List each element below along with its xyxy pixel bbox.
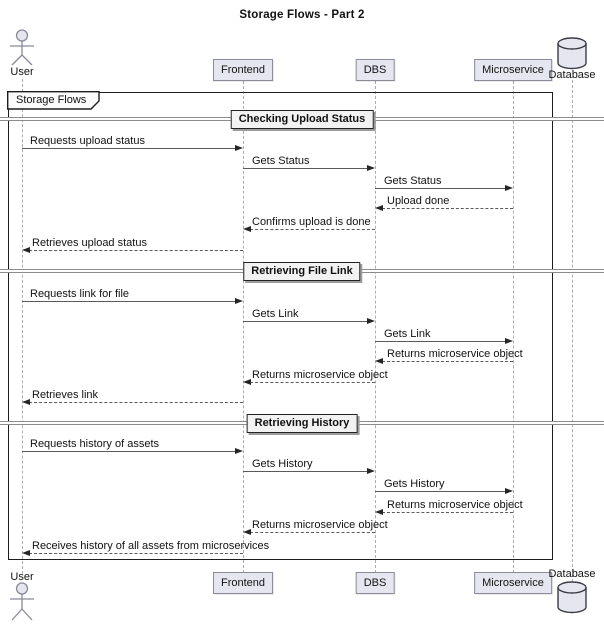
message-line <box>29 553 243 554</box>
arrowhead-icon <box>235 448 243 454</box>
message-label: Returns microservice object <box>387 348 523 360</box>
arrowhead-icon <box>505 185 513 191</box>
frame-border <box>8 92 553 560</box>
message-label: Upload done <box>387 195 450 207</box>
message-line <box>243 471 368 472</box>
message-label: Returns microservice object <box>252 369 388 381</box>
arrowhead-icon <box>505 338 513 344</box>
divider-label-checking-upload-status: Checking Upload Status <box>230 110 374 129</box>
arrowhead-icon <box>367 318 375 324</box>
message-line <box>250 229 375 230</box>
lifeline-database <box>572 80 573 582</box>
lifeline-microservice <box>513 81 514 573</box>
arrowhead-icon <box>235 145 243 151</box>
message-line <box>22 148 236 149</box>
divider-label-retrieving-history: Retrieving History <box>246 414 358 433</box>
message-line <box>382 361 513 362</box>
lifeline-dbs <box>375 81 376 573</box>
diagram-title: Storage Flows - Part 2 <box>239 9 365 21</box>
actor-icon <box>10 582 34 621</box>
arrowhead-icon <box>375 509 383 515</box>
message-line <box>243 168 368 169</box>
participant-label-database-top: Database <box>548 69 596 81</box>
message-line <box>382 512 513 513</box>
message-line <box>375 188 506 189</box>
arrowhead-icon <box>367 468 375 474</box>
arrowhead-icon <box>505 488 513 494</box>
participant-box-dbs-bottom: DBS <box>355 572 395 594</box>
message-label: Gets History <box>252 458 313 470</box>
arrowhead-icon <box>243 226 251 232</box>
message-label: Requests history of assets <box>30 438 160 450</box>
participant-label-user-bottom: User <box>10 571 34 583</box>
frame-label: Storage Flows <box>16 94 87 106</box>
message-label: Confirms upload is done <box>252 216 371 228</box>
database-icon <box>557 37 587 70</box>
message-line <box>22 451 236 452</box>
arrowhead-icon <box>375 358 383 364</box>
message-label: Retrieves upload status <box>32 237 147 249</box>
arrowhead-icon <box>243 529 251 535</box>
lifeline-user <box>22 79 23 574</box>
arrowhead-icon <box>243 379 251 385</box>
participant-box-frontend-top: Frontend <box>212 59 274 81</box>
actor-icon <box>10 29 34 66</box>
message-label: Returns microservice object <box>252 519 388 531</box>
frame-tab <box>7 91 100 110</box>
message-label: Retrieves link <box>32 389 99 401</box>
message-line <box>375 341 506 342</box>
message-label: Receives history of all assets from micr… <box>32 540 270 552</box>
participant-label-user-top: User <box>10 66 34 78</box>
participant-box-microservice-bottom: Microservice <box>474 572 552 594</box>
message-label: Gets History <box>384 478 445 490</box>
message-line <box>243 321 368 322</box>
participant-box-dbs-top: DBS <box>355 59 395 81</box>
message-line <box>22 301 236 302</box>
database-icon <box>557 581 587 614</box>
lifeline-frontend <box>243 81 244 573</box>
message-label: Returns microservice object <box>387 499 523 511</box>
message-label: Gets Link <box>384 328 431 340</box>
message-line <box>250 532 375 533</box>
arrowhead-icon <box>22 399 30 405</box>
message-label: Gets Status <box>384 175 442 187</box>
message-line <box>382 208 513 209</box>
message-label: Gets Link <box>252 308 299 320</box>
arrowhead-icon <box>367 165 375 171</box>
message-line <box>375 491 506 492</box>
participant-box-microservice-top: Microservice <box>474 59 552 81</box>
arrowhead-icon <box>375 205 383 211</box>
message-line <box>29 250 243 251</box>
message-line <box>250 382 375 383</box>
arrowhead-icon <box>22 247 30 253</box>
arrowhead-icon <box>235 298 243 304</box>
message-label: Requests upload status <box>30 135 145 147</box>
participant-box-frontend-bottom: Frontend <box>212 572 274 594</box>
arrowhead-icon <box>22 550 30 556</box>
message-line <box>29 402 243 403</box>
divider-label-retrieving-file-link: Retrieving File Link <box>243 262 361 281</box>
message-label: Requests link for file <box>30 288 130 300</box>
participant-label-database-bottom: Database <box>548 568 596 580</box>
message-label: Gets Status <box>252 155 310 167</box>
